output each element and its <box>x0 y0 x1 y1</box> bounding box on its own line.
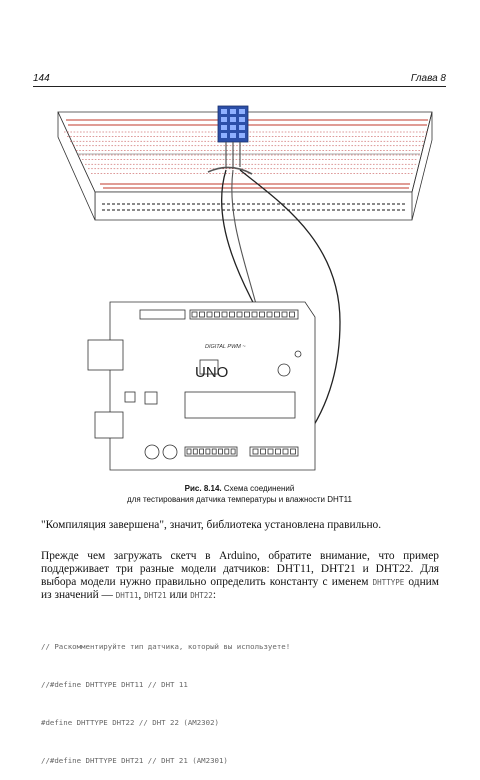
sensor-vent <box>221 109 227 114</box>
code-line: //#define DHTTYPE DHT11 // DHT 11 <box>41 679 188 689</box>
digital-header <box>189 309 299 320</box>
code-line: #define DHTTYPE DHT22 // DHT 22 (AM2302) <box>41 717 219 727</box>
separator: , <box>138 589 145 601</box>
const-name: DHTTYPE <box>372 578 405 587</box>
analog-header <box>249 446 299 457</box>
sensor-vent <box>221 125 227 130</box>
power-jack <box>94 411 124 439</box>
sensor-vent <box>239 133 245 138</box>
page-number: 144 <box>33 73 50 84</box>
paragraph-end: : <box>212 589 216 601</box>
caption-label: Рис. 8.14. <box>184 484 222 493</box>
header-pin <box>252 448 259 455</box>
usb-port <box>87 339 124 371</box>
code-line: //#define DHTTYPE DHT21 // DHT 21 (AM230… <box>41 755 228 765</box>
header-pin <box>218 448 223 455</box>
value-dht11: DHT11 <box>115 591 139 600</box>
breadboard-edge <box>411 111 433 221</box>
header-pin <box>214 311 220 318</box>
capacitor <box>144 444 160 460</box>
mcu-chip <box>184 391 296 419</box>
chapter-title: Глава 8 <box>410 73 446 84</box>
header-pin <box>199 311 205 318</box>
header-pin <box>236 311 243 318</box>
header-pin <box>206 311 213 318</box>
sensor-vent <box>239 125 245 130</box>
paragraph-compile-done: "Компиляция завершена", значит, библиоте… <box>41 519 382 531</box>
header-pin <box>282 448 289 455</box>
crystal <box>199 359 219 375</box>
header-pin <box>211 448 217 455</box>
component <box>124 391 136 403</box>
left-header <box>139 309 186 320</box>
sensor-vent <box>239 117 245 122</box>
header-pin <box>230 448 236 455</box>
board-label: UNO <box>195 364 228 381</box>
sensor-vent <box>239 109 245 114</box>
paragraph-sensor-models: Прежде чем загружать скетч в Arduino, об… <box>41 550 439 602</box>
figure-caption: Рис. 8.14. Схема соединений для тестиров… <box>33 483 446 505</box>
breadboard-side <box>57 111 96 221</box>
paragraph-mid: одним из значений — <box>41 576 439 601</box>
header-pin <box>274 311 280 318</box>
sensor-vent <box>221 133 227 138</box>
power-header <box>184 446 238 457</box>
header-pin <box>221 311 228 318</box>
header-pin <box>281 311 288 318</box>
reset-button <box>277 363 291 377</box>
led <box>294 350 302 358</box>
conjunction: или <box>166 589 191 601</box>
header-pin <box>289 311 295 318</box>
paragraph-text: Прежде чем загружать скетч в Arduino, об… <box>41 550 439 588</box>
sensor-vent <box>230 109 236 114</box>
header-pin <box>251 311 258 318</box>
sensor-vent <box>221 117 227 122</box>
header-pin <box>191 311 198 318</box>
component <box>144 391 158 405</box>
header-pin <box>186 448 192 455</box>
code-line: // Раскомментируйте тип датчика, который… <box>41 642 291 652</box>
value-dht21: DHT21 <box>144 591 167 600</box>
wiring-figure: UNO DIGITAL PWM ~ <box>57 105 433 471</box>
resistor <box>207 166 253 175</box>
sensor-vent <box>230 133 236 138</box>
code-listing: // Раскомментируйте тип датчика, который… <box>41 616 441 780</box>
running-header: 144 Глава 8 <box>33 72 446 87</box>
header-pin <box>267 448 274 455</box>
header-pin <box>244 311 250 318</box>
header-pin <box>205 448 211 455</box>
header-pin <box>275 448 281 455</box>
sensor-vent <box>230 125 236 130</box>
header-pin <box>224 448 230 455</box>
header-pin <box>199 448 205 455</box>
header-pin <box>259 311 265 318</box>
header-pin <box>229 311 235 318</box>
wire-ground <box>239 169 341 453</box>
breadboard-front <box>94 191 413 221</box>
capacitor <box>162 444 178 460</box>
caption-line2: для тестирования датчика температуры и в… <box>127 495 352 504</box>
header-pin <box>266 311 273 318</box>
arduino-board <box>109 301 316 471</box>
value-dht22: DHT22 <box>190 591 213 600</box>
header-pin <box>260 448 266 455</box>
caption-line1: Схема соединений <box>221 484 295 493</box>
header-pin <box>290 448 296 455</box>
digital-pwm-label: DIGITAL PWM ~ <box>205 344 246 350</box>
header-pin <box>192 448 198 455</box>
sensor-vent <box>230 117 236 122</box>
